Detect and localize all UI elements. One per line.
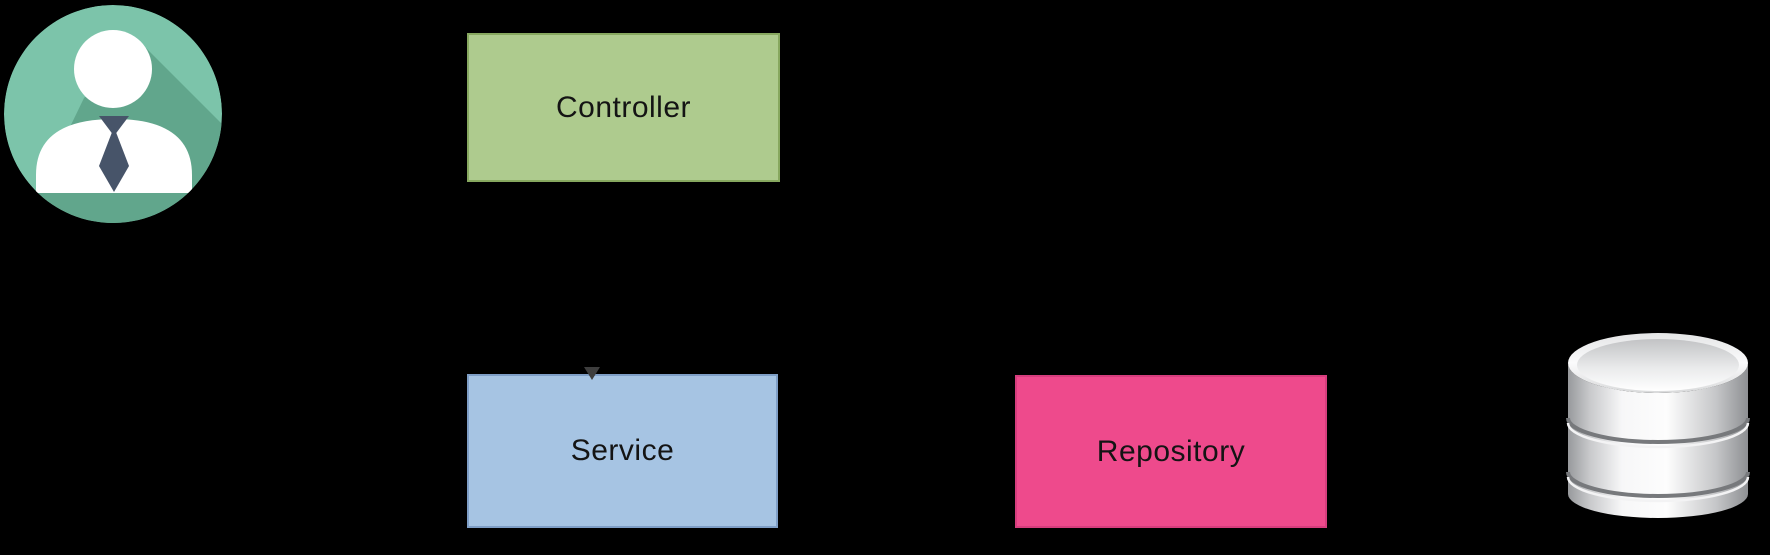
database-icon [1562,333,1754,552]
database-groove-lower [1566,471,1750,498]
controller-label: Controller [555,90,692,124]
service-label: Service [570,434,675,467]
database-top-inner [1577,339,1739,391]
avatar-tie [99,127,129,192]
controller-node: Controller [467,33,780,182]
avatar-head [74,30,152,108]
database-floor-shadow [1562,512,1754,552]
repository-label: Repository [1096,434,1246,468]
arrowhead-down-icon [584,367,600,380]
user-avatar-icon [4,5,222,223]
avatar-tie-knot [99,116,129,136]
database-groove-upper [1566,417,1750,444]
service-node: Service [467,374,778,528]
repository-node: Repository [1015,375,1327,528]
